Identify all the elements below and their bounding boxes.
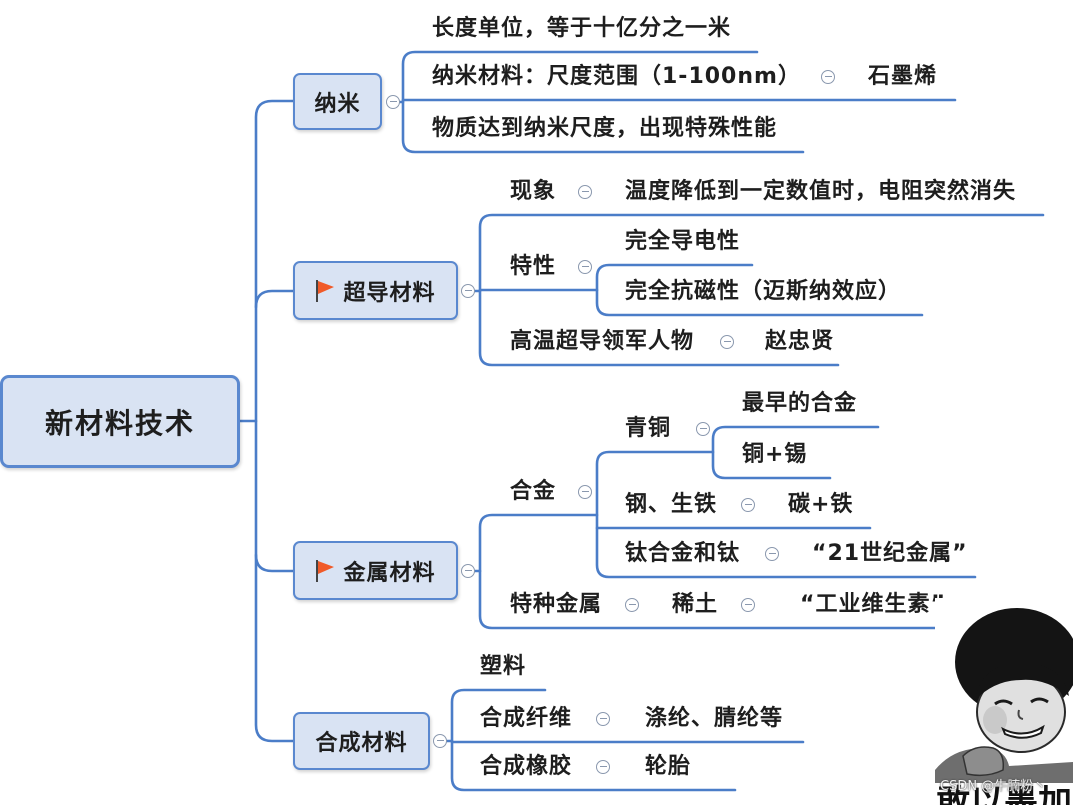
collapse-toggle-icon[interactable] xyxy=(625,598,639,612)
special-metal-node[interactable]: 特种金属 xyxy=(510,591,602,619)
collapse-toggle-icon[interactable] xyxy=(578,185,592,199)
collapse-toggle-icon[interactable] xyxy=(765,547,779,561)
bronze-earliest-alloy[interactable]: 最早的合金 xyxy=(742,390,857,418)
collapse-toggle-icon[interactable] xyxy=(578,260,592,274)
meme-illustration xyxy=(935,598,1073,805)
flag-icon xyxy=(315,279,335,303)
property-perfect-diamagnetism[interactable]: 完全抗磁性（迈斯纳效应） xyxy=(625,278,901,306)
connector-line xyxy=(256,555,293,571)
leader-name[interactable]: 赵忠贤 xyxy=(765,328,834,356)
branch-label: 金属材料 xyxy=(343,555,435,587)
steel-iron-node[interactable]: 钢、生铁 xyxy=(625,491,717,519)
collapse-toggle-icon[interactable] xyxy=(433,734,447,748)
rubber-example[interactable]: 轮胎 xyxy=(645,753,691,781)
nano-material-size-range[interactable]: 纳米材料：尺度范围（1-100nm） xyxy=(432,63,801,91)
titanium-nickname[interactable]: “21世纪金属” xyxy=(812,540,968,568)
rare-earth-node[interactable]: 稀土 xyxy=(672,591,718,619)
root-node[interactable]: 新材料技术 xyxy=(0,375,240,468)
plastic-node[interactable]: 塑料 xyxy=(480,653,526,681)
bronze-node[interactable]: 青铜 xyxy=(625,415,671,443)
collapse-toggle-icon[interactable] xyxy=(720,335,734,349)
graphene-node[interactable]: 石墨烯 xyxy=(868,63,937,91)
watermark: CSDN @牛腩粉丶 xyxy=(940,778,1046,796)
meme-hand xyxy=(963,747,1003,775)
synthetic-fiber-node[interactable]: 合成纤维 xyxy=(480,705,572,733)
property-perfect-conductivity[interactable]: 完全导电性 xyxy=(625,228,740,256)
connector-line xyxy=(256,291,293,307)
flag-icon xyxy=(315,559,335,583)
branch-node-nano[interactable]: 纳米 xyxy=(293,73,382,130)
fiber-examples[interactable]: 涤纶、腈纶等 xyxy=(645,705,783,733)
superconductor-properties[interactable]: 特性 xyxy=(510,253,556,281)
branch-label: 超导材料 xyxy=(343,275,435,307)
collapse-toggle-icon[interactable] xyxy=(696,422,710,436)
collapse-toggle-icon[interactable] xyxy=(821,70,835,84)
collapse-toggle-icon[interactable] xyxy=(386,95,400,109)
nano-special-properties[interactable]: 物质达到纳米尺度，出现特殊性能 xyxy=(432,115,777,143)
meme-image: 敢以墨加 xyxy=(935,598,1073,805)
collapse-toggle-icon[interactable] xyxy=(461,564,475,578)
superconductor-phenomenon[interactable]: 现象 xyxy=(510,178,556,206)
phenomenon-description[interactable]: 温度降低到一定数值时，电阻突然消失 xyxy=(625,178,1016,206)
superconductor-leader[interactable]: 高温超导领军人物 xyxy=(510,328,694,356)
titanium-node[interactable]: 钛合金和钛 xyxy=(625,540,740,568)
synthetic-rubber-node[interactable]: 合成橡胶 xyxy=(480,753,572,781)
rare-earth-nickname[interactable]: “工业维生素” xyxy=(800,591,946,619)
collapse-toggle-icon[interactable] xyxy=(578,485,592,499)
collapse-toggle-icon[interactable] xyxy=(741,498,755,512)
alloy-node[interactable]: 合金 xyxy=(510,478,556,506)
collapse-toggle-icon[interactable] xyxy=(596,712,610,726)
bronze-composition[interactable]: 铜+锡 xyxy=(742,441,807,469)
branch-node-synthetic[interactable]: 合成材料 xyxy=(293,712,430,770)
collapse-toggle-icon[interactable] xyxy=(596,760,610,774)
collapse-toggle-icon[interactable] xyxy=(461,284,475,298)
branch-node-metal[interactable]: 金属材料 xyxy=(293,541,458,600)
nano-length-unit[interactable]: 长度单位，等于十亿分之一米 xyxy=(432,15,731,43)
connector-line xyxy=(256,101,293,741)
collapse-toggle-icon[interactable] xyxy=(741,598,755,612)
branch-node-superconductor[interactable]: 超导材料 xyxy=(293,261,458,320)
steel-composition[interactable]: 碳+铁 xyxy=(788,491,853,519)
